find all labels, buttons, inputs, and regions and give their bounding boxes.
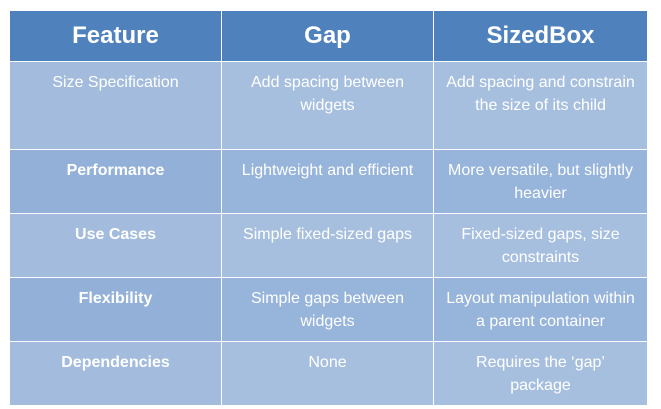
feature-cell: Performance	[9, 149, 222, 214]
sizedbox-cell: Requires the ‘gap’ package	[433, 341, 648, 406]
gap-cell: None	[221, 341, 434, 406]
header-feature: Feature	[9, 10, 222, 62]
table-row: Size Specification Add spacing between w…	[9, 61, 648, 150]
feature-cell: Dependencies	[9, 341, 222, 406]
table-row: Flexibility Simple gaps between widgets …	[9, 277, 648, 342]
sizedbox-cell: More versatile, but slightly heavier	[433, 149, 648, 214]
table-row: Dependencies None Requires the ‘gap’ pac…	[9, 341, 648, 406]
comparison-table: Feature Gap SizedBox Size Specification …	[9, 10, 648, 406]
feature-cell: Flexibility	[9, 277, 222, 342]
comparison-table-container: Feature Gap SizedBox Size Specification …	[9, 10, 648, 406]
feature-cell: Size Specification	[9, 61, 222, 150]
header-gap: Gap	[221, 10, 434, 62]
gap-cell: Simple gaps between widgets	[221, 277, 434, 342]
feature-cell: Use Cases	[9, 213, 222, 278]
table-header-row: Feature Gap SizedBox	[9, 10, 648, 62]
header-sizedbox: SizedBox	[433, 10, 648, 62]
gap-cell: Lightweight and efficient	[221, 149, 434, 214]
table-row: Use Cases Simple fixed-sized gaps Fixed-…	[9, 213, 648, 278]
table-row: Performance Lightweight and efficient Mo…	[9, 149, 648, 214]
gap-cell: Add spacing between widgets	[221, 61, 434, 150]
sizedbox-cell: Layout manipulation within a parent cont…	[433, 277, 648, 342]
sizedbox-cell: Fixed-sized gaps, size constraints	[433, 213, 648, 278]
sizedbox-cell: Add spacing and constrain the size of it…	[433, 61, 648, 150]
gap-cell: Simple fixed-sized gaps	[221, 213, 434, 278]
